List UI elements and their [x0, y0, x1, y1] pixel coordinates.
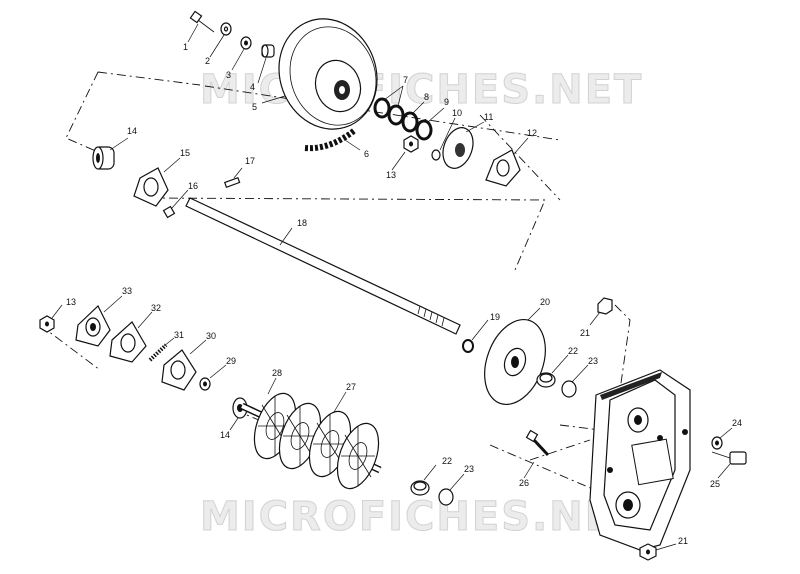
callout-15: 15	[180, 148, 190, 158]
bearing-flange-part-33	[75, 295, 123, 347]
brake-disc-part-20	[484, 307, 546, 406]
flange-plate-part-11	[442, 121, 485, 169]
callout-20: 20	[540, 297, 550, 307]
callout-24: 24	[732, 418, 742, 428]
callout-labels: 1 2 3 4 5 6 7 8 9 10 11 12 13 14 15 16 1…	[66, 42, 742, 546]
bearing-part-14-lower	[229, 397, 248, 431]
callout-9: 9	[444, 97, 449, 107]
chain-part-6	[304, 127, 361, 152]
shim-rings-part-7	[373, 85, 405, 126]
callout-22-bottom: 22	[442, 456, 452, 466]
bolt-part-16	[162, 189, 189, 219]
drive-sprocket-part-27	[308, 391, 380, 490]
callout-21-bottom: 21	[678, 536, 688, 546]
callout-23-bottom: 23	[464, 464, 474, 474]
bearing-part-14-top	[92, 137, 129, 170]
callout-3: 3	[226, 70, 231, 80]
watermark-bottom: MICROFICHES.NET	[200, 494, 643, 540]
callout-27: 27	[346, 382, 356, 392]
bushing-part-22-bottom	[410, 464, 437, 496]
callout-1: 1	[183, 42, 188, 52]
assembly-line-right	[489, 304, 631, 491]
bushing-part-22-top	[536, 354, 569, 388]
callout-13-top: 13	[386, 170, 396, 180]
washer-part-24	[711, 427, 733, 450]
callout-11: 11	[484, 112, 493, 122]
washer-part-10	[431, 117, 456, 161]
chaincase-housing	[589, 369, 691, 551]
callout-18: 18	[297, 218, 307, 228]
bolt-part-26	[523, 429, 550, 479]
nut-part-13-top	[391, 135, 419, 171]
callout-31: 31	[174, 330, 184, 340]
snap-ring-part-19	[462, 319, 489, 353]
washer-part-2	[209, 22, 232, 58]
shim-ring-part-8	[401, 101, 425, 133]
bearing-flange-part-15	[133, 157, 181, 207]
callout-14-top: 14	[127, 126, 137, 136]
bearing-flange-part-30	[161, 339, 207, 391]
callout-23-top: 23	[588, 356, 598, 366]
shaft-part-18	[185, 197, 461, 335]
nut-part-13-lower	[39, 304, 63, 333]
washer-part-3	[231, 36, 252, 71]
assembly-line-top	[65, 71, 561, 271]
bushing-part-4	[257, 44, 275, 84]
nut-part-21-bottom	[639, 543, 677, 561]
bearing-flange-part-12	[485, 137, 529, 187]
callout-6: 6	[364, 149, 369, 159]
shim-part-23-top	[561, 364, 589, 398]
callout-12: 12	[527, 128, 537, 138]
shim-part-23-bottom	[438, 473, 465, 506]
callout-29: 29	[226, 356, 236, 366]
key-part-17	[223, 167, 243, 188]
callout-26: 26	[519, 478, 529, 488]
callout-28: 28	[272, 368, 282, 378]
callout-33: 33	[122, 286, 132, 296]
callout-7: 7	[403, 75, 408, 85]
gasket-flange-part-32	[109, 311, 153, 363]
assembly-line-top-right	[479, 114, 561, 201]
callout-4: 4	[250, 82, 255, 92]
bolt-part-1	[187, 10, 215, 43]
watermark-top: MICROFICHES.NET	[200, 67, 643, 113]
callout-19: 19	[490, 312, 500, 322]
spring-part-31	[148, 337, 175, 362]
nut-part-29	[199, 364, 227, 391]
callout-17: 17	[245, 156, 255, 166]
callout-8: 8	[424, 92, 429, 102]
callout-5: 5	[252, 102, 257, 112]
callout-10: 10	[452, 108, 462, 118]
callout-2: 2	[205, 56, 210, 66]
callout-30: 30	[206, 331, 216, 341]
callout-25: 25	[710, 479, 720, 489]
callout-21-top: 21	[580, 328, 590, 338]
sprocket-part-5	[261, 18, 378, 130]
callout-14-lower: 14	[220, 430, 230, 440]
callout-16: 16	[188, 181, 198, 191]
callout-13-lower: 13	[66, 297, 76, 307]
callout-22-top: 22	[568, 346, 578, 356]
bolt-part-25	[711, 451, 747, 479]
shim-ring-part-9	[415, 107, 445, 141]
nut-part-21-top	[589, 297, 613, 326]
callout-32: 32	[151, 303, 161, 313]
